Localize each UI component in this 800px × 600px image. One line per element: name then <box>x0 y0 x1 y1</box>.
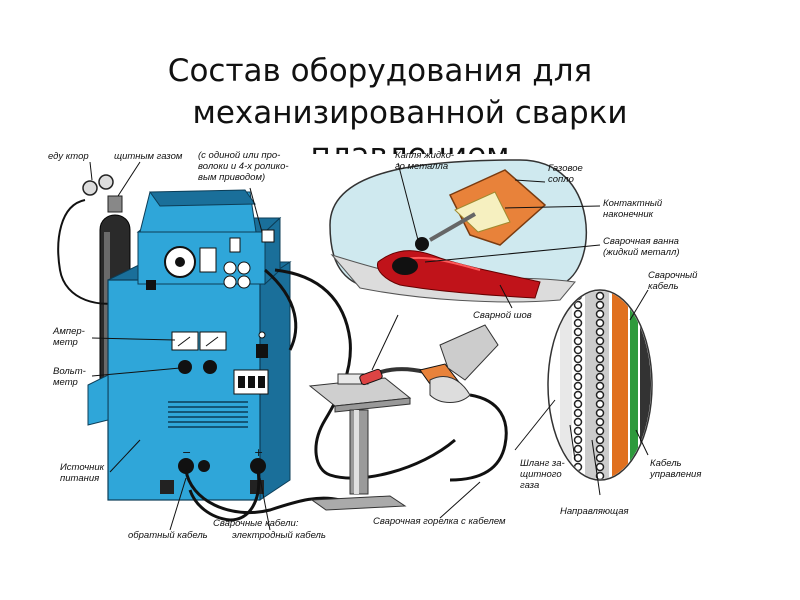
label-ammeter: Ампер- метр <box>53 326 85 348</box>
coil-loop <box>595 453 605 463</box>
terminal-minus <box>178 458 194 474</box>
coil-loop <box>595 435 605 445</box>
coil-loop <box>595 345 605 355</box>
wire <box>428 212 477 242</box>
title-line-2: механизированной сварки <box>192 95 628 131</box>
cable-section <box>547 289 653 496</box>
coil-loop <box>595 318 605 328</box>
coil-loop <box>573 318 583 328</box>
label-return-cable: обратный кабель <box>128 530 208 541</box>
label-voltmeter: Вольт- метр <box>53 366 86 388</box>
coil-loop <box>595 462 605 472</box>
weld-seam <box>376 250 541 299</box>
knob <box>178 360 192 374</box>
coil-loop <box>573 354 583 364</box>
torch-cable <box>274 268 456 480</box>
gauge-icon <box>82 180 98 196</box>
wire-feeder <box>136 189 282 290</box>
coil-loop <box>573 309 583 319</box>
coil-loop <box>573 336 583 346</box>
label-reducer: еду ктор <box>48 151 89 162</box>
torch-nozzle <box>359 368 383 386</box>
label-shielding-gas: щитным газом <box>114 151 183 162</box>
power-switch <box>256 344 268 358</box>
coil-loop <box>573 372 583 382</box>
coil-loop <box>595 336 605 346</box>
coil-loop <box>595 408 605 418</box>
weld-pool <box>392 257 418 275</box>
coil-loop <box>573 381 583 391</box>
coil-loop <box>595 291 605 301</box>
gas-hose <box>57 199 131 305</box>
electrode-cable-line <box>188 469 261 522</box>
label-guide: Направляющая <box>560 506 629 517</box>
coil-loop <box>595 309 605 319</box>
welding-glove <box>439 324 499 381</box>
title-line-3: плавлением <box>10 136 800 154</box>
coil-loop <box>573 390 583 400</box>
label-droplet: Капля жидко- го металла <box>395 150 455 172</box>
coil-loop <box>573 327 583 337</box>
coil-loop <box>573 345 583 355</box>
label-weld-pool: Сварочная ванна (жидкий металл) <box>603 236 680 258</box>
coil-loop <box>573 444 583 454</box>
label-torch-with-cable: Сварочная горелка с кабелем <box>373 516 506 527</box>
coil-loop <box>573 399 583 409</box>
coil-loop <box>595 363 605 373</box>
welding-torch <box>359 324 499 403</box>
label-feeder: (с одиной или про- волоки и 4-х ролико- … <box>198 150 289 183</box>
label-welding-cables: Сварочные кабели: <box>213 518 299 529</box>
coil-loop <box>595 399 605 409</box>
drive-roller <box>237 275 251 289</box>
power-source: − + <box>87 261 292 501</box>
label-weld-cable: Сварочный кабель <box>648 270 698 292</box>
coil-loop <box>595 426 605 436</box>
label-power-source: Источник питания <box>60 462 105 484</box>
drive-roller <box>223 275 237 289</box>
contact-tip <box>454 191 511 233</box>
label-control-cable: Кабель управления <box>650 458 702 480</box>
green-cable <box>630 291 638 479</box>
welding-table <box>308 373 412 511</box>
coil-loop <box>573 426 583 436</box>
orange-cable <box>612 291 628 479</box>
coil-loop <box>573 453 583 463</box>
label-weld-seam: Сварной шов <box>473 310 532 321</box>
coil-loop <box>573 417 583 427</box>
drive-roller <box>237 261 251 275</box>
coil-loop <box>595 417 605 427</box>
coil-loop <box>595 372 605 382</box>
coil-loop <box>595 390 605 400</box>
label-gas-nozzle: Газовое сопло <box>548 163 583 185</box>
title-line-1: Состав оборудования для <box>167 53 593 89</box>
label-gas-hose: Шланг за- щитного газа <box>520 458 565 491</box>
coil-loop <box>595 300 605 310</box>
coil-loop <box>595 381 605 391</box>
terminal-plus <box>250 458 266 474</box>
knob <box>203 360 217 374</box>
coil-loop <box>595 471 605 479</box>
coil-loop <box>573 408 583 418</box>
coil-loop <box>595 327 605 337</box>
coil-loop <box>595 444 605 454</box>
coil-loop <box>573 300 583 310</box>
label-electrode-cable: электродный кабель <box>232 530 326 541</box>
coil-loop <box>573 363 583 373</box>
drive-roller <box>223 261 237 275</box>
coil-loop <box>573 435 583 445</box>
gauge-icon <box>98 174 114 190</box>
coil-loop <box>595 354 605 364</box>
svg-text:−: − <box>182 446 191 459</box>
label-contact-tip: Контактный наконечник <box>603 198 663 220</box>
nozzle-detail <box>329 159 601 309</box>
svg-text:+: + <box>254 446 263 459</box>
droplet <box>415 237 429 251</box>
